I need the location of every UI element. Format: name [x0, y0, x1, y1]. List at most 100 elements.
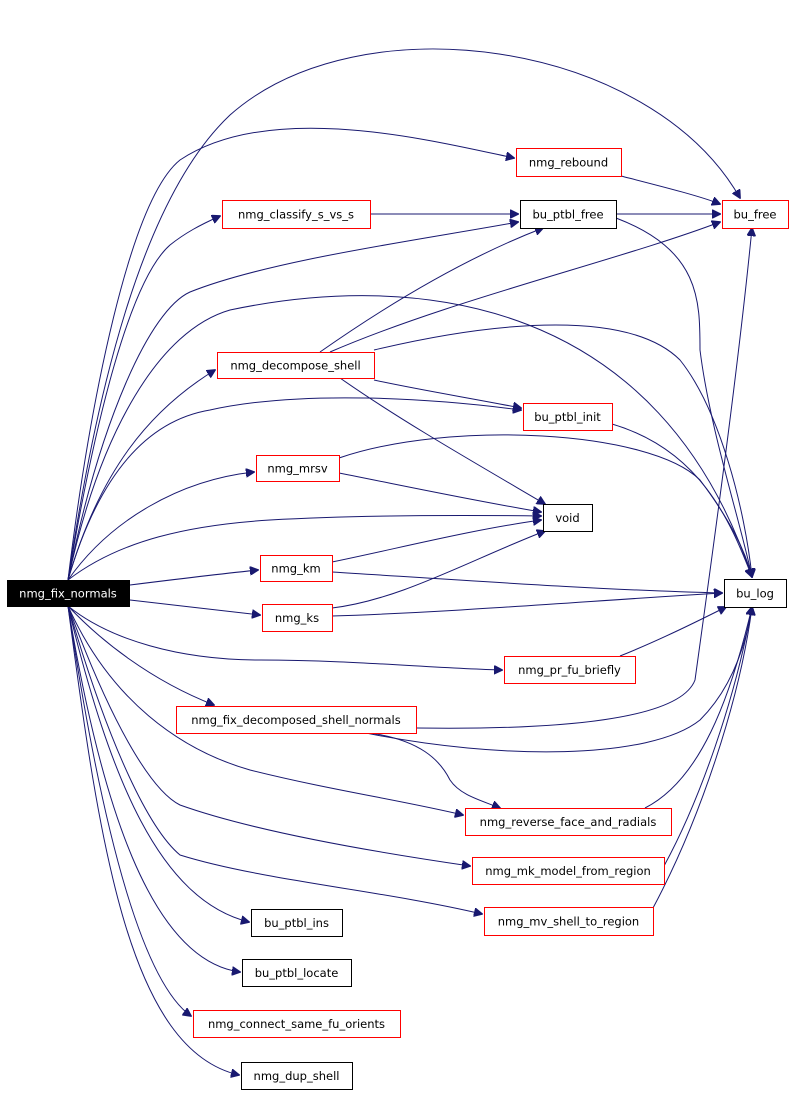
node-box [504, 656, 636, 684]
node-bu_ptbl_locate[interactable]: bu_ptbl_locate [242, 959, 352, 987]
node-nmg_ks[interactable]: nmg_ks [262, 604, 333, 632]
node-label: nmg_mv_shell_to_region [498, 915, 639, 929]
node-label: bu_free [733, 208, 776, 222]
node-label: bu_ptbl_free [532, 208, 603, 222]
node-box [260, 555, 333, 582]
node-nmg_mrsv[interactable]: nmg_mrsv [256, 455, 340, 482]
edge-nmg_fix_normals-to-nmg_mrsv [67, 472, 254, 581]
edge-nmg_fix_normals-to-bu_ptbl_locate [67, 605, 240, 972]
edge-nmg_decompose_shell-to-bu_ptbl_init [373, 379, 521, 408]
edge-nmg_fix_normals-to-nmg_reverse_face_and_radials [67, 605, 463, 815]
node-box [193, 1010, 401, 1038]
node-box [256, 455, 340, 482]
node-bu_free[interactable]: bu_free [722, 200, 789, 229]
node-bu_ptbl_init[interactable]: bu_ptbl_init [523, 403, 613, 431]
node-nmg_reverse_face_and_radials[interactable]: nmg_reverse_face_and_radials [465, 808, 672, 836]
node-nmg_mv_shell_to_region[interactable]: nmg_mv_shell_to_region [484, 907, 654, 936]
edge-nmg_ks-to-void [331, 531, 545, 609]
edge-nmg_fix_normals-to-nmg_km [129, 570, 258, 586]
edge-nmg_ks-to-bu_log [331, 593, 722, 617]
edge-nmg_fix_normals-to-bu_log [67, 295, 752, 581]
edge-nmg_fix_normals-to-void [67, 515, 541, 581]
node-label: nmg_classify_s_vs_s [238, 208, 354, 222]
node-nmg_dup_shell[interactable]: nmg_dup_shell [241, 1062, 353, 1090]
edge-nmg_fix_normals-to-nmg_classify_s_vs_s [67, 216, 220, 581]
node-nmg_fix_normals[interactable]: nmg_fix_normals [7, 580, 130, 607]
edge-nmg_mk_model_from_region-to-bu_log [663, 607, 752, 867]
node-label: nmg_fix_decomposed_shell_normals [191, 713, 401, 727]
edge-nmg_fix_normals-to-nmg_dup_shell [67, 605, 239, 1075]
node-label: bu_ptbl_locate [255, 966, 339, 980]
node-box [7, 580, 130, 607]
node-nmg_rebound[interactable]: nmg_rebound [516, 148, 622, 177]
node-box [472, 857, 665, 885]
node-box [242, 959, 352, 987]
edge-nmg_km-to-void [331, 520, 541, 563]
edge-nmg_fix_normals-to-nmg_mv_shell_to_region [67, 605, 482, 914]
edge-nmg_fix_normals-to-nmg_mk_model_from_region [67, 605, 470, 866]
node-box [176, 706, 417, 734]
edge-nmg_pr_fu_briefly-to-bu_log [619, 607, 726, 657]
edge-nmg_fix_normals-to-bu_ptbl_ins [67, 605, 249, 922]
node-label: nmg_dup_shell [254, 1069, 340, 1083]
node-label: nmg_connect_same_fu_orients [208, 1017, 385, 1031]
node-box [523, 403, 613, 431]
edge-nmg_decompose_shell-to-void [339, 377, 545, 504]
edge-nmg_mrsv-to-void [338, 472, 541, 512]
edge-nmg_fix_normals-to-bu_free [67, 48, 740, 581]
edge-nmg_rebound-to-bu_free [620, 175, 720, 204]
node-box [484, 907, 654, 936]
node-label: nmg_fix_normals [19, 587, 117, 601]
edge-nmg_decompose_shell-to-bu_ptbl_free [319, 228, 543, 353]
edge-nmg_fix_normals-to-nmg_decompose_shell [67, 370, 215, 581]
node-label: bu_ptbl_init [534, 410, 601, 424]
edge-nmg_reverse_face_and_radials-to-bu_log [644, 607, 752, 809]
node-nmg_km[interactable]: nmg_km [260, 555, 333, 582]
node-label: nmg_reverse_face_and_radials [480, 815, 657, 829]
edge-nmg_fix_normals-to-bu_ptbl_init [67, 397, 521, 581]
node-box [241, 1062, 353, 1090]
node-label: bu_ptbl_ins [264, 916, 329, 930]
edge-nmg_decompose_shell-to-bu_log [373, 324, 752, 577]
edge-nmg_mv_shell_to_region-to-bu_log [652, 607, 752, 909]
node-label: nmg_km [271, 562, 320, 576]
edge-nmg_fix_normals-to-nmg_pr_fu_briefly [67, 605, 502, 670]
edge-nmg_km-to-bu_log [331, 571, 722, 593]
node-box [516, 148, 622, 177]
edge-nmg_fix_normals-to-bu_ptbl_free [67, 222, 518, 581]
node-box [543, 504, 593, 532]
node-nmg_pr_fu_briefly[interactable]: nmg_pr_fu_briefly [504, 656, 636, 684]
node-bu_ptbl_ins[interactable]: bu_ptbl_ins [251, 909, 343, 937]
node-box [722, 200, 789, 229]
edge-nmg_fix_decomposed_shell_normals-to-bu_free [415, 228, 752, 729]
node-void[interactable]: void [543, 504, 593, 532]
edge-nmg_fix_normals-to-nmg_fix_decomposed_shell_normals [67, 605, 214, 705]
node-nmg_decompose_shell[interactable]: nmg_decompose_shell [217, 352, 375, 379]
edge-nmg_mrsv-to-bu_log [338, 434, 752, 577]
edge-nmg_fix_normals-to-nmg_ks [129, 599, 260, 615]
node-nmg_mk_model_from_region[interactable]: nmg_mk_model_from_region [472, 857, 665, 885]
node-nmg_fix_decomposed_shell_normals[interactable]: nmg_fix_decomposed_shell_normals [176, 706, 417, 734]
node-box [724, 579, 787, 608]
edge-nmg_fix_normals-to-nmg_connect_same_fu_orients [67, 605, 191, 1016]
node-nmg_connect_same_fu_orients[interactable]: nmg_connect_same_fu_orients [193, 1010, 401, 1038]
edge-bu_ptbl_init-to-bu_log [611, 423, 752, 577]
node-label: nmg_mk_model_from_region [485, 864, 651, 878]
node-box [262, 604, 333, 632]
edge-nmg_decompose_shell-to-bu_free [329, 222, 720, 353]
node-box [222, 200, 371, 229]
node-label: nmg_rebound [529, 156, 608, 170]
node-bu_log[interactable]: bu_log [724, 579, 787, 608]
edge-nmg_fix_decomposed_shell_normals-to-nmg_reverse_face_and_radials [369, 732, 500, 808]
edge-nmg_fix_normals-to-nmg_rebound [67, 127, 514, 581]
edge-bu_ptbl_free-to-bu_log [615, 217, 752, 577]
node-nmg_classify_s_vs_s[interactable]: nmg_classify_s_vs_s [222, 200, 371, 229]
node-label: void [555, 511, 579, 525]
node-label: nmg_pr_fu_briefly [518, 663, 621, 677]
node-box [251, 909, 343, 937]
edges-layer [67, 48, 752, 1075]
node-label: nmg_decompose_shell [230, 359, 360, 373]
node-label: nmg_mrsv [267, 462, 327, 476]
node-bu_ptbl_free[interactable]: bu_ptbl_free [520, 200, 617, 229]
